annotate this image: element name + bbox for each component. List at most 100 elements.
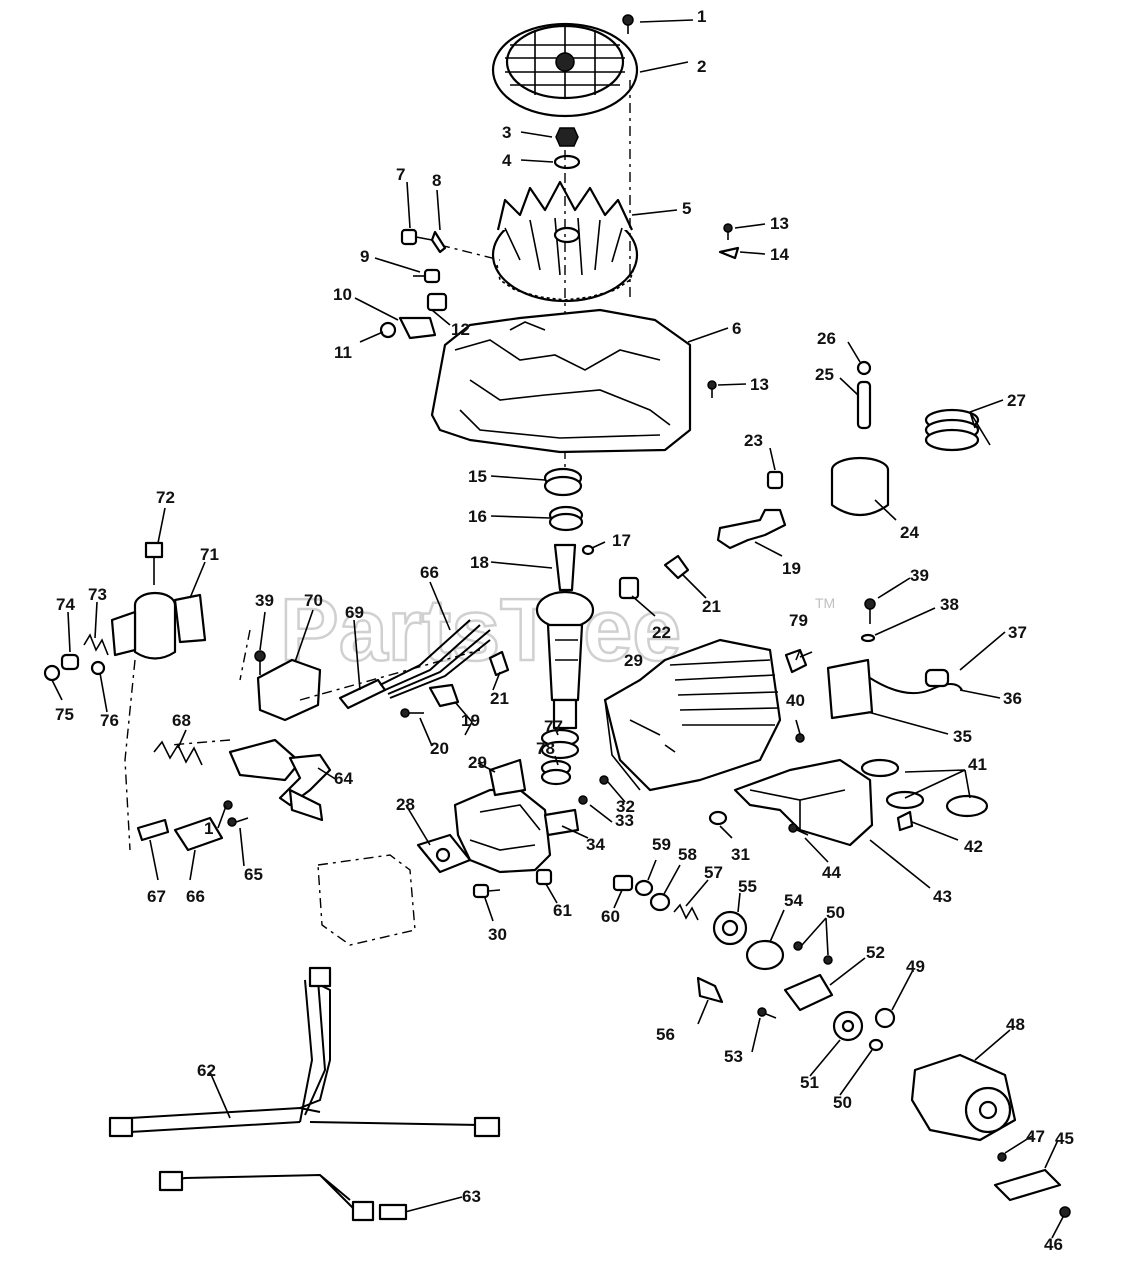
starter-gear-55 (712, 910, 748, 946)
bearing-15 (543, 467, 583, 497)
bearing-23 (766, 470, 784, 490)
callout-38: 38 (940, 595, 959, 614)
nut-75 (43, 664, 61, 682)
bearing-77 (540, 728, 580, 760)
washer-38 (860, 633, 876, 643)
callout-50: 50 (826, 903, 845, 922)
screw-67 (136, 818, 170, 842)
callout-35: 35 (953, 727, 972, 746)
screw-13b (707, 380, 717, 398)
crankshaft (535, 543, 595, 730)
callout-75: 75 (55, 705, 74, 724)
screw-65 (227, 817, 249, 827)
piston-rings (924, 408, 980, 452)
engine-housing (430, 308, 692, 454)
bracket-45 (993, 1168, 1062, 1202)
bolt-72 (144, 541, 164, 585)
callout-labels: 1 2 3 4 5 6 7 8 9 10 11 12 13 14 13 15 1… (55, 7, 1074, 1254)
stud-12 (426, 292, 448, 312)
callout-32: 32 (616, 797, 635, 816)
clip-56 (696, 976, 724, 1004)
callout-44: 44 (822, 863, 841, 882)
callout-65: 65 (244, 865, 263, 884)
callout-77: 77 (544, 717, 563, 736)
fitting-61 (535, 868, 553, 886)
bolt-7 (400, 228, 433, 246)
callout-39b: 39 (255, 591, 274, 610)
carburetor (453, 758, 552, 874)
callout-9: 9 (360, 247, 369, 266)
nut-11 (379, 321, 397, 339)
governor-arm-71 (110, 591, 207, 660)
clip-8 (430, 230, 447, 254)
callout-17: 17 (612, 531, 631, 550)
callout-18: 18 (470, 553, 489, 572)
callout-19: 19 (782, 559, 801, 578)
bearing-half-21b (488, 650, 510, 677)
clip-42 (896, 810, 914, 832)
callout-52: 52 (866, 943, 885, 962)
bearing-16 (548, 505, 584, 532)
screw-46 (1059, 1206, 1071, 1218)
callout-24: 24 (900, 523, 919, 542)
callout-36: 36 (1003, 689, 1022, 708)
callout-41: 41 (968, 755, 987, 774)
solenoid-66 (173, 816, 224, 852)
spring-73 (83, 633, 109, 656)
callout-53: 53 (724, 1047, 743, 1066)
callout-1: 1 (697, 7, 706, 26)
callout-34: 34 (586, 835, 605, 854)
gear-49 (874, 1007, 896, 1029)
key-17 (581, 544, 595, 556)
screw-39 (864, 598, 876, 624)
callout-61: 61 (553, 901, 572, 920)
callout-78: 78 (536, 739, 555, 758)
throttle-bracket (228, 738, 332, 822)
plate-54 (745, 939, 785, 971)
washer-59 (634, 879, 654, 897)
plug-32 (599, 775, 609, 785)
callout-22: 22 (652, 623, 671, 642)
blower-housing (491, 22, 639, 118)
callout-64: 64 (334, 769, 353, 788)
callout-66b: 66 (186, 887, 205, 906)
spacer-60 (612, 874, 634, 892)
callout-21b: 21 (490, 689, 509, 708)
callout-26: 26 (817, 329, 836, 348)
screw-20 (400, 708, 424, 718)
callout-63: 63 (462, 1187, 481, 1206)
screw-1 (622, 14, 634, 34)
clip-26 (856, 360, 872, 376)
washer-4 (553, 154, 581, 170)
callout-71: 71 (200, 545, 219, 564)
air-filter (317, 854, 416, 946)
callout-16: 16 (468, 507, 487, 526)
callout-58: 58 (678, 845, 697, 864)
screw-39b (254, 650, 266, 675)
gasket-28 (416, 833, 472, 874)
bracket-52 (783, 973, 834, 1012)
clip-14 (718, 246, 740, 260)
screw-30 (472, 883, 501, 899)
callout-46: 46 (1044, 1235, 1063, 1254)
screw-53 (757, 1007, 777, 1019)
washer-76 (90, 660, 106, 676)
callout-59: 59 (652, 835, 671, 854)
callout-47: 47 (1026, 1127, 1045, 1146)
screws-50 (793, 941, 833, 965)
callout-39: 39 (910, 566, 929, 585)
callout-37: 37 (1008, 623, 1027, 642)
callout-30: 30 (488, 925, 507, 944)
spark-plug (784, 648, 813, 674)
callout-12: 12 (451, 320, 470, 339)
callout-54: 54 (784, 891, 803, 910)
spring-57 (673, 903, 699, 921)
wrist-pin (856, 380, 872, 430)
callout-55: 55 (738, 877, 757, 896)
watermark-trademark: TM (815, 595, 835, 611)
bracket-10 (398, 316, 437, 340)
callout-79: 79 (789, 611, 808, 630)
callout-73: 73 (88, 585, 107, 604)
callout-69: 69 (345, 603, 364, 622)
